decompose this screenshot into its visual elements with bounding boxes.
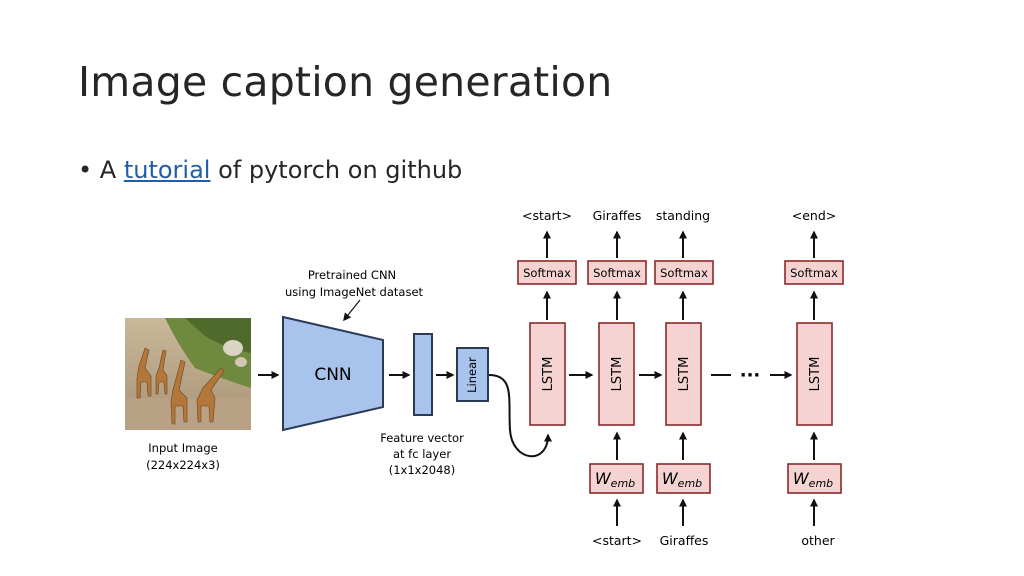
sequence-ellipsis: ···: [740, 365, 761, 386]
softmax-label: Softmax: [523, 266, 571, 280]
feature-vector-label: Feature vector: [380, 431, 464, 445]
lstm-column-2: Giraffes Softmax LSTM Wemb <start>: [587, 208, 647, 548]
softmax-block: [517, 260, 577, 285]
feature-vector-size-label: (1x1x2048): [389, 463, 455, 477]
lstm-block: [598, 322, 635, 426]
feature-vector-block: [413, 333, 433, 416]
bullet-suffix: of pytorch on github: [210, 156, 463, 184]
output-word: <end>: [792, 208, 837, 223]
input-word: <start>: [592, 533, 642, 548]
lstm-block: [665, 322, 702, 426]
softmax-block: [587, 260, 647, 285]
cnn-block: [282, 315, 384, 432]
embedding-block: [787, 463, 842, 494]
output-word: standing: [656, 208, 710, 223]
linear-block: [456, 347, 489, 402]
pretrained-pointer-arrow: [343, 299, 361, 322]
softmax-block: [654, 260, 714, 285]
bullet-item: • A tutorial of pytorch on github: [78, 156, 462, 184]
linear-to-lstm-curve: [488, 374, 552, 458]
output-word: Giraffes: [593, 208, 642, 223]
lstm-column-1: <start> Softmax LSTM: [517, 208, 577, 426]
lstm-label: LSTM: [677, 357, 692, 392]
lstm-column-3: standing Softmax LSTM Wemb Giraffes: [654, 208, 714, 548]
pretrained-cnn-sublabel: using ImageNet dataset: [285, 285, 424, 299]
embedding-label: Wemb: [662, 469, 702, 490]
feature-vector-sublabel: at fc layer: [393, 447, 451, 461]
bullet-glyph: •: [78, 156, 100, 184]
embedding-label: Wemb: [793, 469, 833, 490]
embedding-block: [656, 463, 711, 494]
softmax-label: Softmax: [593, 266, 641, 280]
bullet-prefix: A: [99, 156, 124, 184]
lstm-block: [529, 322, 566, 426]
lstm-column-4: <end> Softmax LSTM Wemb other: [784, 208, 844, 548]
input-word: other: [801, 533, 835, 548]
softmax-block: [784, 260, 844, 285]
input-image-giraffes: [125, 318, 251, 430]
input-word: Giraffes: [660, 533, 709, 548]
lstm-label: LSTM: [541, 357, 556, 392]
input-image-label: Input Image: [148, 441, 217, 455]
embedding-block: [589, 463, 644, 494]
output-word: <start>: [522, 208, 572, 223]
embedding-label: Wemb: [595, 469, 635, 490]
slide-title: Image caption generation: [78, 58, 613, 106]
input-image-size-label: (224x224x3): [146, 458, 220, 472]
softmax-label: Softmax: [790, 266, 838, 280]
lstm-label: LSTM: [610, 357, 625, 392]
lstm-block: [796, 322, 833, 426]
linear-label: Linear: [465, 357, 479, 393]
cnn-label: CNN: [314, 365, 351, 385]
pretrained-cnn-label: Pretrained CNN: [308, 268, 396, 282]
tutorial-link[interactable]: tutorial: [123, 156, 211, 184]
softmax-label: Softmax: [660, 266, 708, 280]
lstm-label: LSTM: [808, 357, 823, 392]
